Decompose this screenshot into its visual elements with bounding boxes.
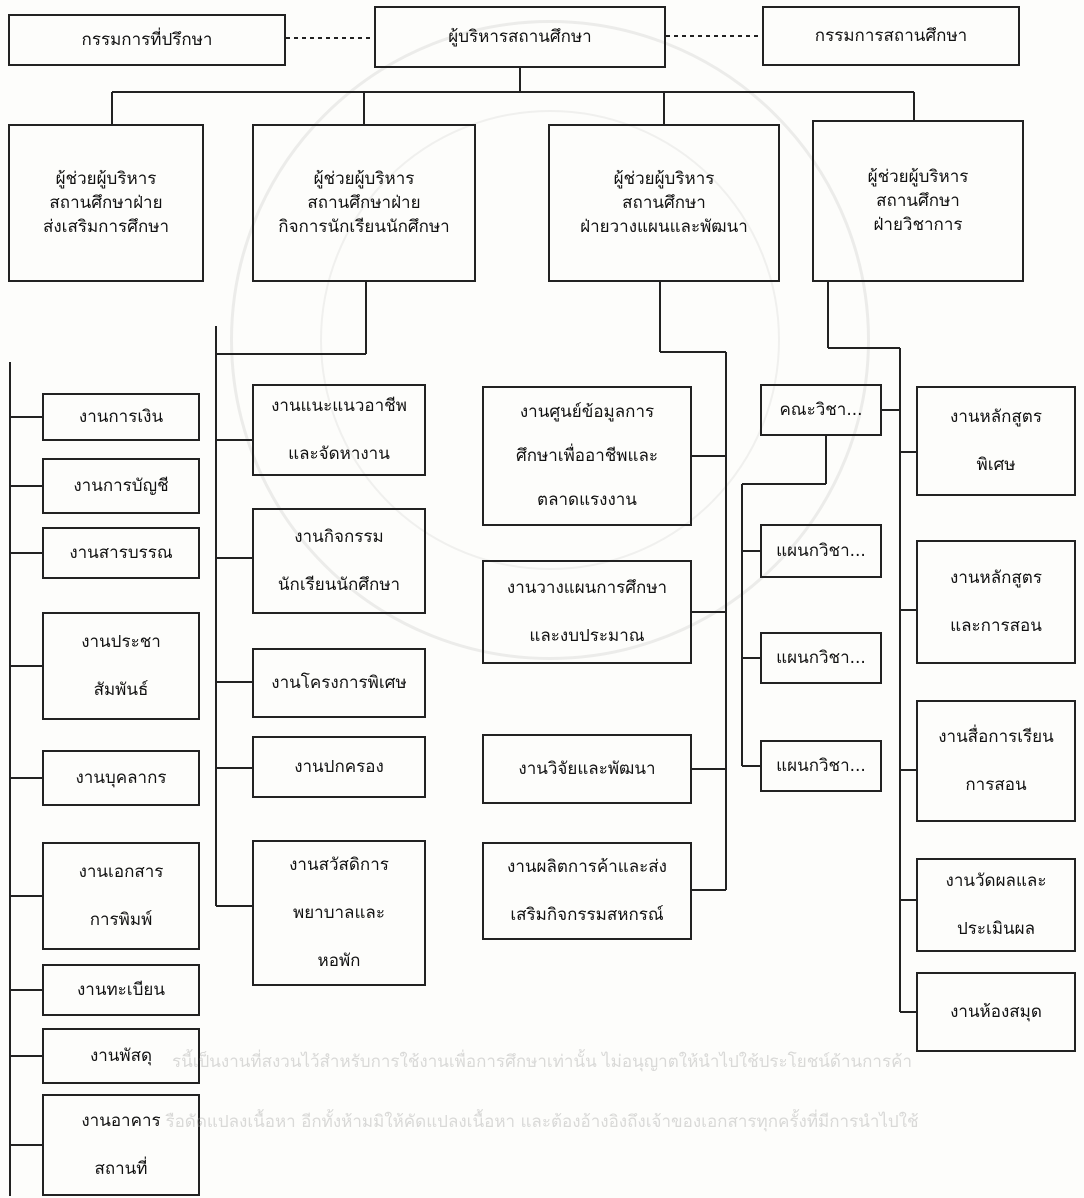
watermark-seal-inner bbox=[320, 110, 780, 570]
watermark-line-2: รือดัดแปลงเนื้อหา อีกทั้งห้ามมิให้คัดแปล… bbox=[165, 1112, 919, 1132]
col5-item-special-curriculum: งานหลักสูตร พิเศษ bbox=[916, 386, 1076, 496]
col2-item-welfare: งานสวัสดิการ พยาบาลและ หอพัก bbox=[252, 840, 426, 986]
watermark-line-1: รนี้เป็นงานที่สงวนไว้สำหรับการใช้งานเพื่… bbox=[171, 1052, 913, 1072]
col1-item-registration: งานทะเบียน bbox=[42, 964, 200, 1016]
col2-item-career-guidance: งานแนะแนวอาชีพ และจัดหางาน bbox=[252, 384, 426, 476]
col4-item-department-3: แผนกวิชา... bbox=[760, 740, 882, 792]
col1-item-documents: งานสารบรรณ bbox=[42, 527, 200, 579]
col1-item-finance: งานการเงิน bbox=[42, 393, 200, 441]
col2-item-discipline: งานปกครอง bbox=[252, 736, 426, 798]
school-director-box: ผู้บริหารสถานศึกษา bbox=[374, 6, 666, 68]
col3-item-info-center: งานศูนย์ข้อมูลการ ศึกษาเพื่ออาชีพและ ตลา… bbox=[482, 386, 692, 526]
watermark-seal-outer bbox=[230, 20, 870, 660]
col3-item-production: งานผลิตการค้าและส่ง เสริมกิจกรรมสหกรณ์ bbox=[482, 842, 692, 940]
col1-item-public-relations: งานประชา สัมพันธ์ bbox=[42, 612, 200, 720]
col1-item-printing: งานเอกสาร การพิมพ์ bbox=[42, 842, 200, 950]
school-committee-box: กรรมการสถานศึกษา bbox=[762, 6, 1020, 66]
col4-item-faculty: คณะวิชา... bbox=[760, 384, 882, 436]
assistant-student-affairs-box: ผู้ช่วยผู้บริหาร สถานศึกษาฝ่าย กิจการนัก… bbox=[252, 124, 476, 282]
col3-item-planning-budget: งานวางแผนการศึกษา และงบประมาณ bbox=[482, 560, 692, 664]
col5-item-curriculum-teaching: งานหลักสูตร และการสอน bbox=[916, 540, 1076, 664]
col5-item-teaching-media: งานสื่อการเรียน การสอน bbox=[916, 700, 1076, 822]
col1-item-buildings: งานอาคาร สถานที่ bbox=[42, 1094, 200, 1196]
col4-item-department-1: แผนกวิชา... bbox=[760, 524, 882, 578]
assistant-planning-box: ผู้ช่วยผู้บริหาร สถานศึกษา ฝ่ายวางแผนและ… bbox=[548, 124, 780, 282]
assistant-academic-box: ผู้ช่วยผู้บริหาร สถานศึกษา ฝ่ายวิชาการ bbox=[812, 120, 1024, 282]
col2-item-special-projects: งานโครงการพิเศษ bbox=[252, 648, 426, 718]
col4-item-department-2: แผนกวิชา... bbox=[760, 632, 882, 684]
col2-item-student-activities: งานกิจกรรม นักเรียนนักศึกษา bbox=[252, 508, 426, 614]
col1-item-accounting: งานการบัญชี bbox=[42, 458, 200, 514]
col3-item-research: งานวิจัยและพัฒนา bbox=[482, 734, 692, 804]
col5-item-library: งานห้องสมุด bbox=[916, 972, 1076, 1052]
col1-item-personnel: งานบุคลากร bbox=[42, 750, 200, 806]
col5-item-evaluation: งานวัดผลและ ประเมินผล bbox=[916, 858, 1076, 952]
advisory-committee-box: กรรมการที่ปรึกษา bbox=[8, 14, 286, 66]
col1-item-supplies: งานพัสดุ bbox=[42, 1028, 200, 1084]
assistant-promotion-box: ผู้ช่วยผู้บริหาร สถานศึกษาฝ่าย ส่งเสริมก… bbox=[8, 124, 204, 282]
